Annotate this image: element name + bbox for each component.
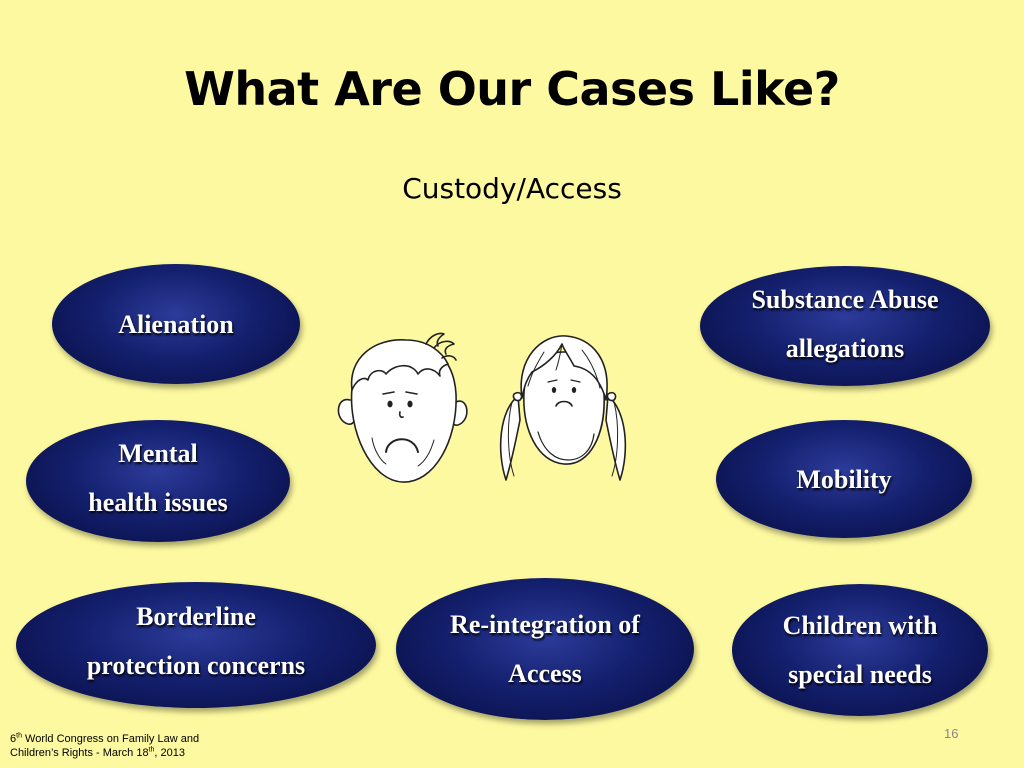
- oval-line: Access: [508, 659, 582, 688]
- borderline-protection-oval: Borderline protection concerns: [16, 582, 376, 708]
- oval-line: Mobility: [796, 464, 892, 494]
- reintegration-oval: Re-integration of Access: [396, 578, 694, 720]
- slide-subtitle: Custody/Access: [402, 172, 622, 205]
- footer-number: 6: [10, 733, 17, 745]
- oval-line: Mental: [118, 439, 198, 468]
- footer-superscript: th: [16, 732, 22, 740]
- alienation-oval: Alienation: [52, 264, 300, 384]
- footer-superscript: th: [148, 746, 155, 754]
- footer-text: World Congress on Family Law and: [21, 733, 200, 745]
- oval-line: Borderline: [136, 602, 256, 631]
- mental-health-oval: Mental health issues: [26, 420, 290, 542]
- substance-abuse-oval: Substance Abuse allegations: [700, 266, 990, 386]
- slide-title: What Are Our Cases Like?: [184, 62, 840, 116]
- footer-text: , 2013: [154, 747, 186, 759]
- footer-line-2: Children’s Rights - March 18th, 2013: [10, 746, 199, 760]
- sad-faces-clipart: [337, 332, 627, 483]
- sad-boy-face-icon: [337, 332, 468, 483]
- oval-line: Children with: [782, 611, 938, 640]
- footer-text: Children’s Rights - March 18: [10, 747, 149, 759]
- page-number: 16: [944, 726, 959, 741]
- oval-line: allegations: [785, 334, 905, 363]
- oval-line: health issues: [88, 488, 228, 517]
- oval-line: Re-integration of: [450, 610, 640, 639]
- oval-line: protection concerns: [86, 651, 306, 680]
- sad-girl-face-icon: [499, 335, 627, 481]
- oval-line: Substance Abuse: [751, 285, 939, 314]
- oval-line: Alienation: [118, 309, 234, 339]
- footer-line-1: 6th World Congress on Family Law and: [10, 732, 199, 746]
- oval-line: special needs: [788, 660, 932, 689]
- slide-footer: 6th World Congress on Family Law and Chi…: [10, 732, 199, 760]
- children-special-needs-oval: Children with special needs: [732, 584, 988, 716]
- mobility-oval: Mobility: [716, 420, 972, 538]
